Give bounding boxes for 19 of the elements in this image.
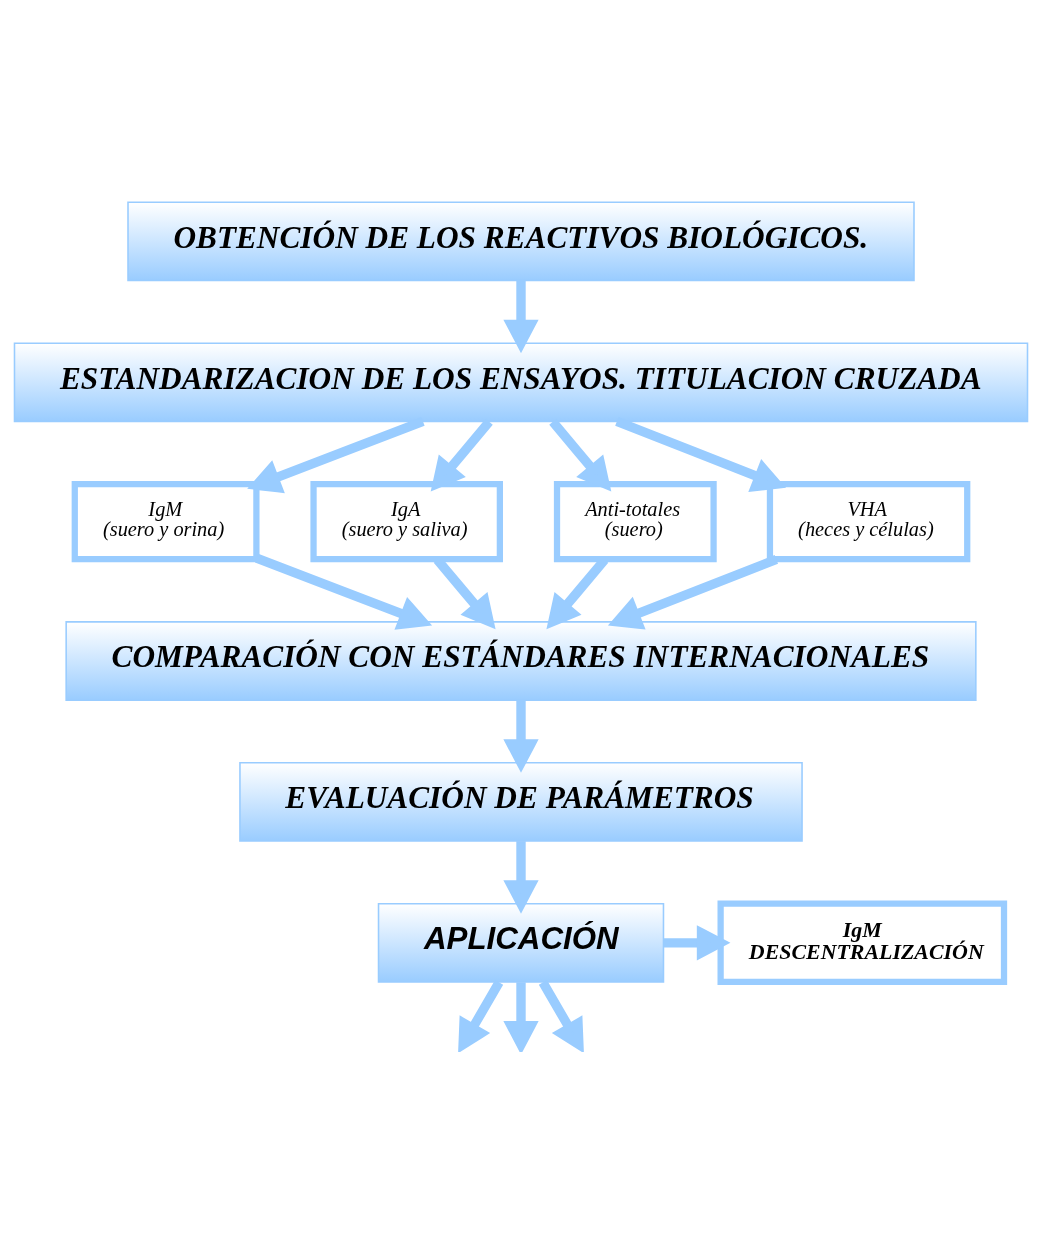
arrow xyxy=(607,554,779,630)
node-box: COMPARACIÓN CON ESTÁNDARES INTERNACIONALES xyxy=(65,620,977,701)
arrow xyxy=(503,699,539,773)
node-box: APLICACIÓN xyxy=(377,902,665,983)
node-box: IgM DESCENTRALIZACIÓN xyxy=(717,900,1008,985)
arrow xyxy=(503,840,539,914)
arrow xyxy=(503,280,539,353)
node-box: ESTANDARIZACION DE LOS ENSAYOS. TITULACION CRUZADA xyxy=(13,341,1029,422)
node-box: Anti-totales (suero) xyxy=(553,480,717,562)
arrow xyxy=(503,981,539,1052)
arrow xyxy=(458,979,504,1052)
node-box: IgA (suero y saliva) xyxy=(310,480,503,562)
node-box: VHA (heces y células) xyxy=(766,480,971,562)
arrow xyxy=(663,924,731,960)
arrow xyxy=(254,553,433,630)
node-box: EVALUACIÓN DE PARÁMETROS xyxy=(239,761,803,842)
node-box: IgM (suero y orina) xyxy=(71,480,260,562)
arrow xyxy=(538,979,584,1052)
node-box: OBTENCIÓN DE LOS REACTIVOS BIOLÓGICOS. xyxy=(127,200,915,281)
